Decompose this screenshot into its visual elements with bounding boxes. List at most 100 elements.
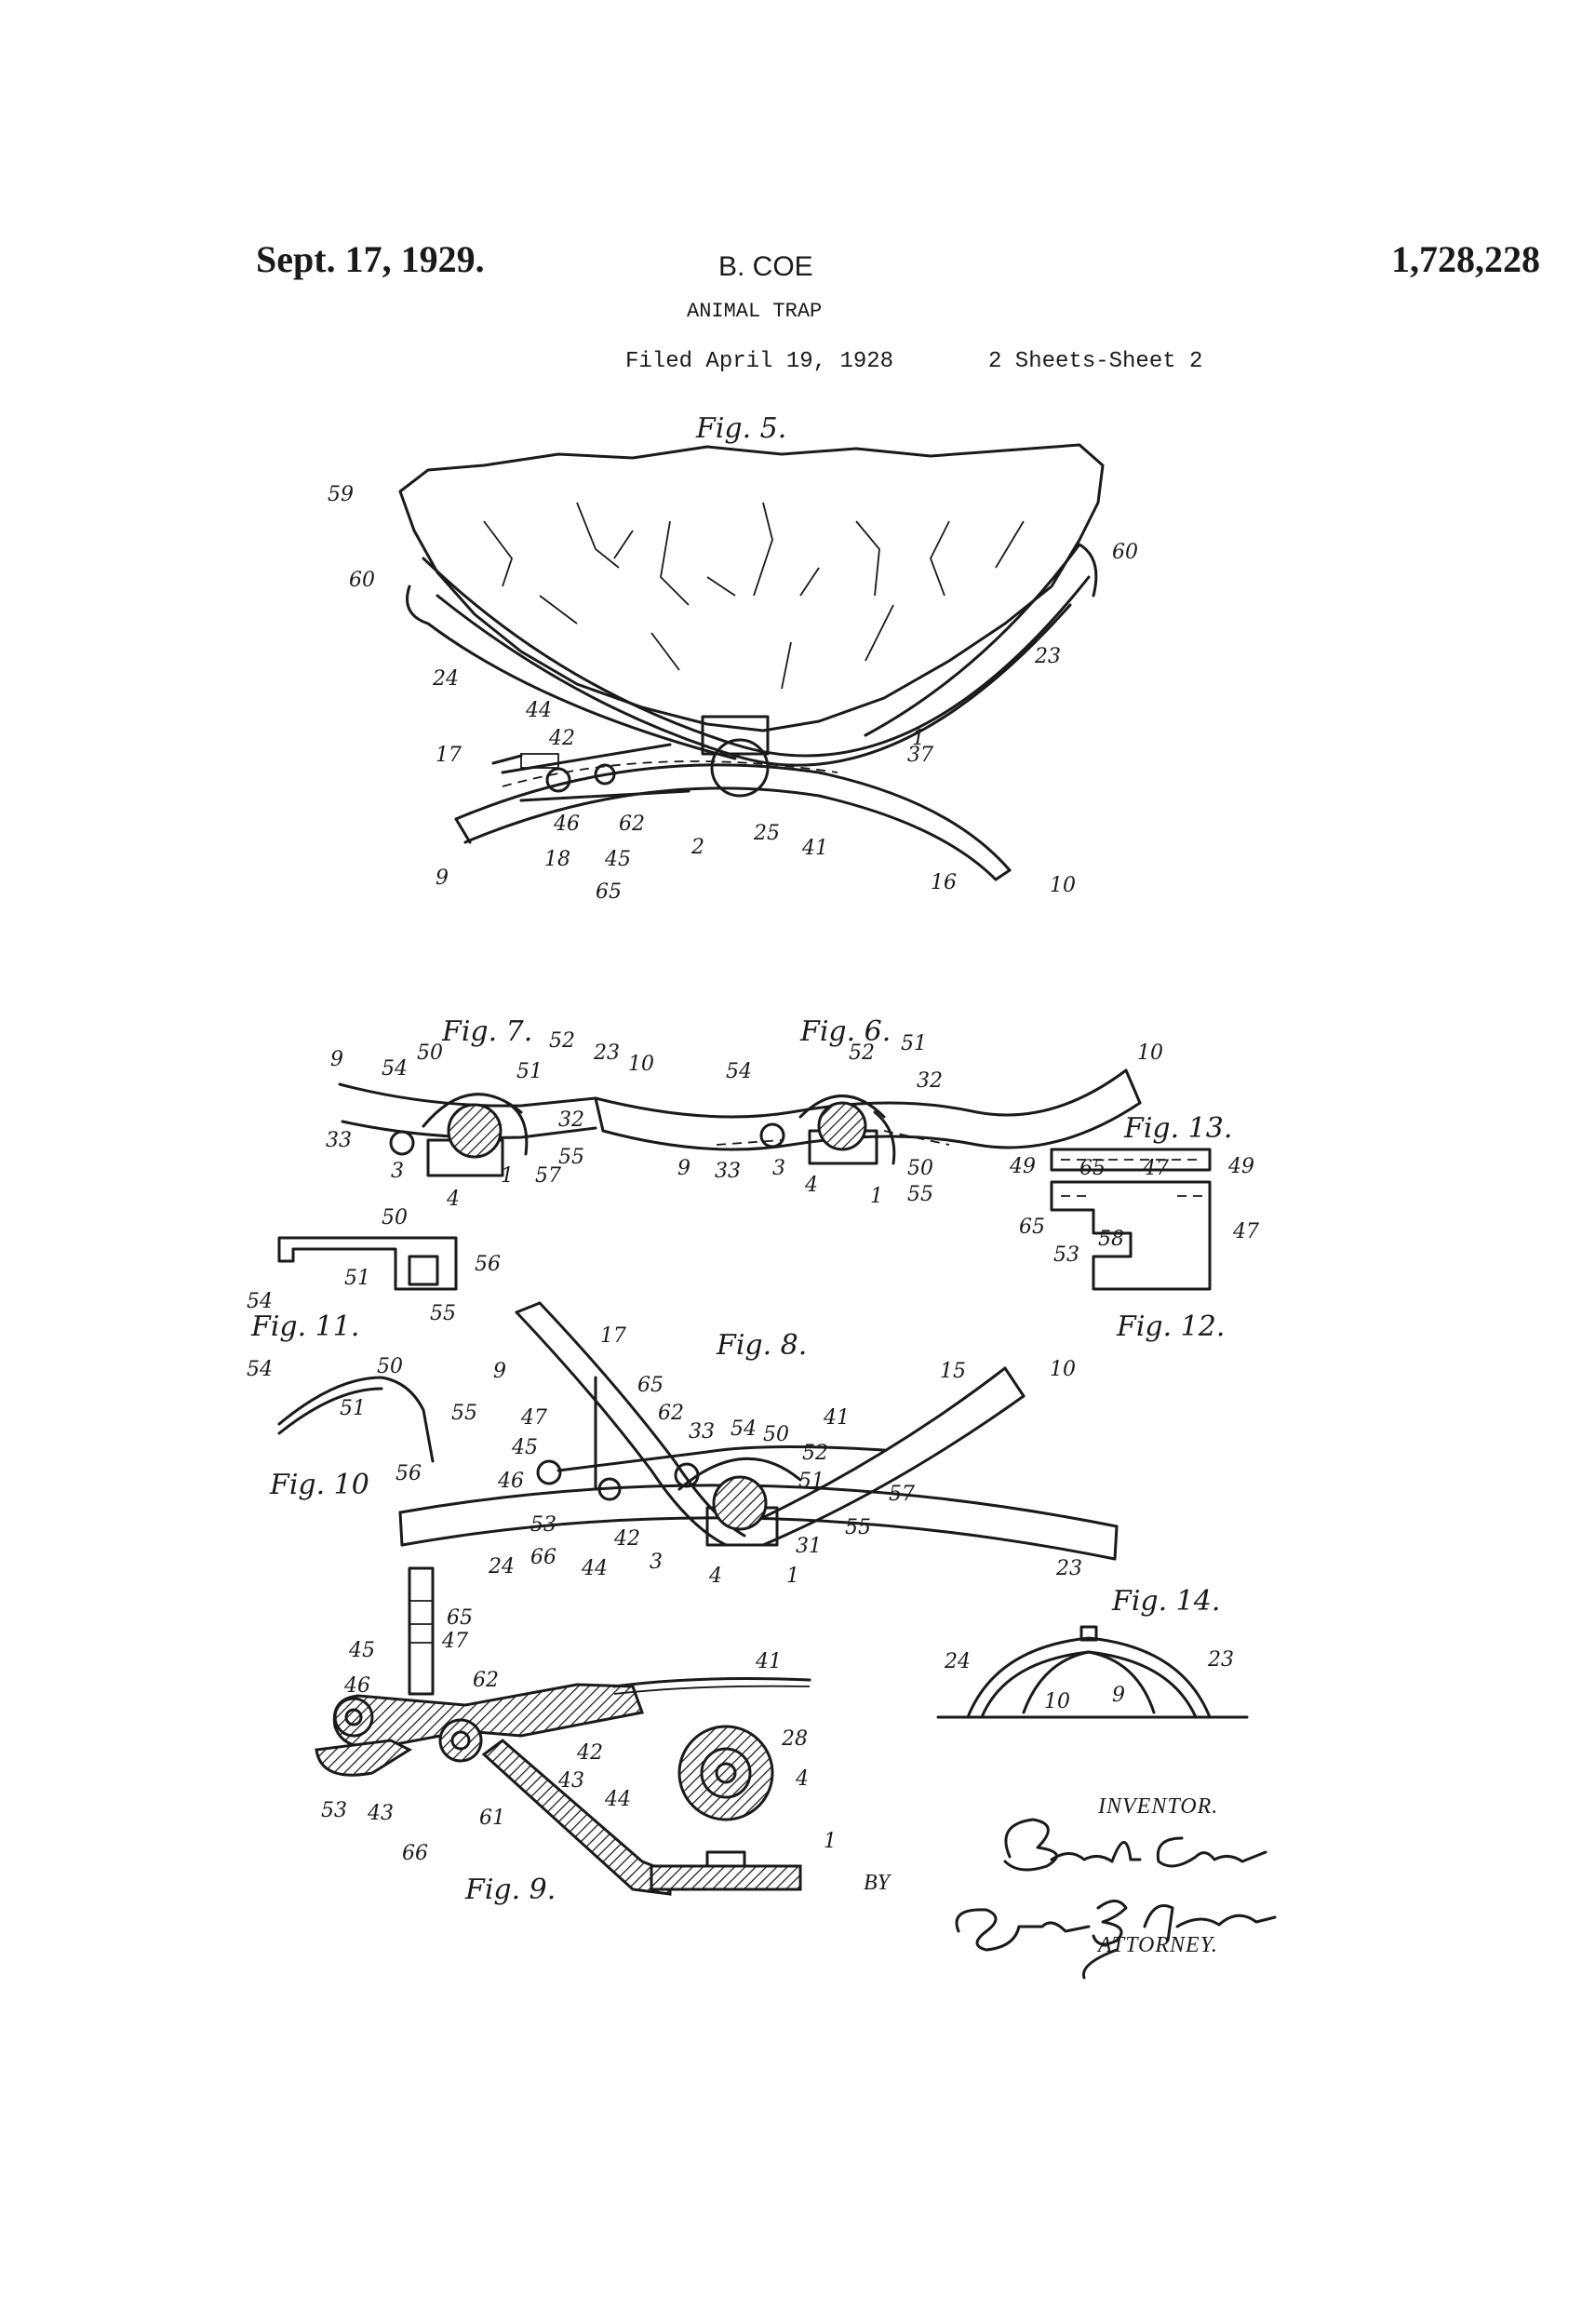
reference-numeral: 45 [511, 1436, 538, 1459]
reference-numeral: 9 [330, 1048, 343, 1071]
reference-numeral: 46 [343, 1674, 370, 1698]
inventor-label: INVENTOR. [1098, 1794, 1219, 1819]
reference-numeral: 32 [917, 1069, 943, 1093]
reference-numeral: 1 [870, 1185, 883, 1208]
base-plate-drawing [701, 715, 770, 756]
figure-9-labels: 65 47 45 46 62 41 42 28 43 4 53 43 66 61… [321, 1606, 837, 1865]
reference-numeral: 60 [349, 569, 375, 592]
figure-5-labels: 59 60 60 23 24 44 42 17 1 37 46 62 45 65… [328, 483, 1138, 904]
attorney-signature [955, 1900, 1277, 1980]
reference-numeral: 16 [931, 871, 957, 894]
reference-numeral: 24 [944, 1650, 971, 1673]
reference-numeral: 10 [1044, 1690, 1070, 1713]
reference-numeral: 50 [763, 1423, 789, 1446]
reference-numeral: 43 [557, 1769, 584, 1793]
reference-numeral: 54 [726, 1060, 752, 1083]
reference-numeral: 46 [497, 1470, 524, 1493]
reference-numeral: 62 [619, 813, 645, 836]
fig8-caption: Fig. 8. [716, 1329, 807, 1362]
reference-numeral: 1 [786, 1565, 799, 1588]
fig13-caption: Fig. 13. [1123, 1112, 1232, 1145]
filed-date: Filed April 19, 1928 [625, 349, 894, 374]
reference-numeral: 1 [912, 727, 925, 750]
animal-body-drawing [398, 443, 1105, 732]
reference-numeral: 44 [604, 1788, 631, 1811]
reference-numeral: 53 [530, 1513, 556, 1537]
reference-numeral: 54 [247, 1290, 273, 1313]
reference-numeral: 33 [326, 1129, 352, 1152]
reference-numeral: 47 [520, 1406, 547, 1430]
figure-7: Fig. 7. [338, 1015, 597, 1177]
reference-numeral: 50 [417, 1041, 443, 1065]
reference-numeral: 55 [907, 1183, 933, 1206]
reference-numeral: 45 [348, 1639, 375, 1662]
reference-numeral: 10 [628, 1053, 654, 1076]
figure-13-and-12-labels: 65 47 49 49 65 58 47 53 [1009, 1155, 1259, 1267]
reference-numeral: 46 [553, 813, 580, 836]
reference-numeral: 9 [1112, 1684, 1125, 1707]
reference-numeral: 47 [1232, 1220, 1259, 1243]
reference-numeral: 17 [600, 1324, 626, 1348]
fig12-caption: Fig. 12. [1116, 1310, 1225, 1343]
reference-numeral: 15 [940, 1360, 966, 1383]
reference-numeral: 52 [849, 1041, 875, 1065]
reference-numeral: 1 [824, 1830, 837, 1853]
reference-numeral: 61 [479, 1807, 505, 1830]
inventor-signature [1003, 1818, 1267, 1872]
animal-fur-strokes [483, 502, 1025, 690]
reference-numeral: 65 [596, 880, 622, 904]
reference-numeral: 47 [441, 1630, 468, 1653]
reference-numeral: 10 [1137, 1041, 1163, 1065]
figure-11-labels: 50 56 54 51 55 [247, 1206, 501, 1325]
reference-numeral: 3 [650, 1551, 663, 1574]
patent-title: ANIMAL TRAP [687, 300, 823, 323]
figure-6: Fig. 6. [594, 1015, 1142, 1165]
reference-numeral: 55 [845, 1516, 871, 1539]
reference-numeral: 1 [501, 1164, 514, 1188]
reference-numeral: 42 [613, 1527, 640, 1551]
fig14-caption: Fig. 14. [1111, 1585, 1220, 1618]
reference-numeral: 3 [772, 1157, 785, 1180]
reference-numeral: 62 [658, 1402, 684, 1425]
reference-numeral: 23 [1055, 1557, 1082, 1580]
attorney-label: ATTORNEY. [1098, 1933, 1218, 1957]
reference-numeral: 55 [451, 1402, 477, 1425]
fig11-caption: Fig. 11. [250, 1310, 359, 1343]
figure-8-labels: 9 17 15 10 65 62 47 33 54 50 41 45 46 52… [488, 1324, 1082, 1588]
figure-13-and-12: Fig. 13. Fig. 12. [1050, 1112, 1232, 1343]
reference-numeral: 55 [430, 1302, 456, 1325]
reference-numeral: 50 [382, 1206, 408, 1229]
reference-numeral: 45 [604, 848, 631, 871]
fig9-caption: Fig. 9. [464, 1874, 556, 1906]
reference-numeral: 25 [753, 822, 780, 845]
reference-numeral: 4 [708, 1565, 722, 1588]
reference-numeral: 9 [493, 1360, 506, 1383]
reference-numeral: 65 [1019, 1216, 1045, 1239]
reference-numeral: 44 [525, 699, 552, 722]
reference-numeral: 3 [391, 1160, 404, 1183]
figure-14: Fig. 14. [936, 1585, 1249, 1719]
reference-numeral: 52 [802, 1442, 828, 1465]
reference-numeral: 51 [516, 1060, 543, 1083]
sheet-count: 2 Sheets-Sheet 2 [988, 349, 1203, 374]
reference-numeral: 53 [321, 1799, 347, 1822]
reference-numeral: 65 [1079, 1157, 1106, 1180]
reference-numeral: 41 [823, 1406, 850, 1430]
inventor-name: B. COE [718, 251, 813, 282]
reference-numeral: 65 [637, 1374, 664, 1397]
reference-numeral: 65 [447, 1606, 473, 1630]
reference-numeral: 51 [344, 1267, 370, 1290]
reference-numeral: 47 [1142, 1157, 1169, 1180]
figure-8: Fig. 8. [398, 1301, 1119, 1561]
reference-numeral: 23 [1034, 645, 1061, 668]
reference-numeral: 24 [432, 667, 459, 691]
reference-numeral: 4 [804, 1174, 818, 1197]
reference-numeral: 41 [801, 837, 828, 860]
reference-numeral: 31 [796, 1535, 822, 1558]
reference-numeral: 62 [473, 1669, 499, 1692]
reference-numeral: 33 [715, 1160, 741, 1183]
patent-date: Sept. 17, 1929. [256, 238, 485, 280]
reference-numeral: 51 [340, 1397, 366, 1420]
reference-numeral: 28 [781, 1727, 808, 1751]
reference-numeral: 23 [593, 1041, 620, 1065]
